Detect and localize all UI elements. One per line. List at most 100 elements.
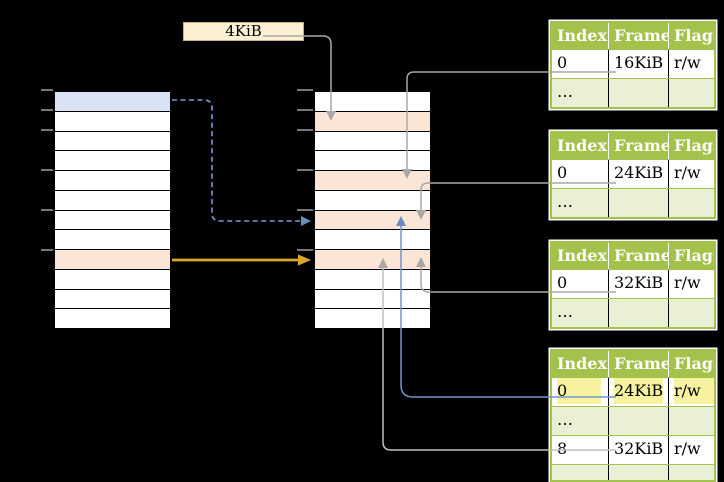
column-header-frame: Frame <box>609 133 669 159</box>
memory-row-white <box>315 189 430 210</box>
column-header-index: Index <box>552 23 609 49</box>
page-table-cell <box>669 189 714 217</box>
cell-text: 0 <box>557 163 568 182</box>
highlighted-cell-text: r/w <box>674 378 714 404</box>
memory-row-blue <box>55 92 170 111</box>
column-header-frame: Frame <box>609 351 669 377</box>
page-table-cell: … <box>552 299 609 327</box>
column-header-flags: Flags <box>674 246 714 265</box>
legend-label: 4KiB <box>225 22 262 40</box>
page-table-cell: r/w <box>669 436 714 464</box>
page-table-row: 0 32KiB r/w <box>552 269 714 298</box>
page-table-cell <box>609 407 669 435</box>
page-table-cell: … <box>552 407 609 435</box>
page-table-cell <box>609 299 669 327</box>
memory-row-peach <box>315 249 430 269</box>
arrowhead-right-icon <box>298 254 311 266</box>
page-table-cell: 32KiB <box>609 270 669 298</box>
column-header-index: Index <box>552 133 609 159</box>
page-table-cell: r/w <box>669 160 714 188</box>
highlighted-cell-text: 0 <box>557 378 601 404</box>
memory-row-white <box>55 189 170 210</box>
memory-row-white <box>55 209 170 230</box>
column-header-flags: Flags <box>674 26 714 45</box>
page-table-cell: … <box>552 465 609 480</box>
page-table-cell: 8 <box>552 436 609 464</box>
memory-row-white <box>55 308 170 328</box>
cell-text: r/w <box>674 163 701 182</box>
cell-text: r/w <box>674 273 701 292</box>
cell-text: … <box>557 82 573 101</box>
memory-row-peach <box>315 170 430 190</box>
memory-row-white <box>55 130 170 151</box>
memory-row-white <box>55 170 170 190</box>
page-table-cell: 0 <box>552 160 609 188</box>
cell-text: … <box>557 192 573 211</box>
memory-row-white <box>315 130 430 151</box>
page-table-cell <box>669 407 714 435</box>
page-table-cell: r/w <box>669 378 714 406</box>
page-table-cell: … <box>552 79 609 107</box>
physical-frames-table <box>313 90 432 330</box>
page-table-cell <box>669 79 714 107</box>
arrowhead-right-icon <box>301 216 311 226</box>
column-header-frame: Frame <box>609 243 669 269</box>
highlighted-cell-text: 24KiB <box>614 378 664 404</box>
virtual-pages-table <box>53 90 172 330</box>
cell-text: 0 <box>557 53 568 72</box>
cell-text: 16KiB <box>614 53 664 72</box>
page-table-row: … <box>552 464 714 480</box>
memory-row-white <box>55 288 170 309</box>
page-table-header-row: IndexFrameFlags <box>552 351 714 377</box>
column-header-frame: Frame <box>609 23 669 49</box>
cell-text: r/w <box>674 439 701 458</box>
page-table-row: … <box>552 406 714 435</box>
page-table-cell: 0 <box>552 378 609 406</box>
page-table-cell: 24KiB <box>609 378 669 406</box>
page-table-row: 0 24KiB r/w <box>552 159 714 188</box>
memory-row-white <box>55 150 170 170</box>
page-table-cell: 32KiB <box>609 436 669 464</box>
page-table-cell <box>669 465 714 480</box>
cell-text: … <box>557 302 573 321</box>
page-table-row: … <box>552 188 714 217</box>
column-header-flags: Flags <box>674 136 714 155</box>
memory-row-peach <box>315 110 430 131</box>
page-table-cell: 0 <box>552 270 609 298</box>
memory-row-peach <box>315 209 430 230</box>
column-header-index: Index <box>552 243 609 269</box>
page-table-row: 0 16KiB r/w <box>552 49 714 78</box>
page-table-cell: … <box>552 189 609 217</box>
page-table-row: 0 24KiB r/w <box>552 377 714 406</box>
cell-text: 0 <box>557 273 568 292</box>
memory-row-white <box>55 110 170 131</box>
page-table-cell <box>609 79 669 107</box>
page-table-cell: 0 <box>552 50 609 78</box>
memory-row-white <box>315 229 430 249</box>
page-table-cell: r/w <box>669 270 714 298</box>
memory-row-white <box>315 268 430 289</box>
memory-row-white <box>55 268 170 289</box>
cell-text: r/w <box>674 53 701 72</box>
page-table-row: … <box>552 298 714 327</box>
connector-vpage0-to-frame24 <box>172 99 300 222</box>
page-table-cell <box>609 465 669 480</box>
cell-text: 24KiB <box>614 163 664 182</box>
memory-row-peach <box>55 249 170 269</box>
cell-text: 32KiB <box>614 273 664 292</box>
page-table-cell: 24KiB <box>609 160 669 188</box>
page-table-cell <box>609 189 669 217</box>
memory-row-white <box>315 308 430 328</box>
page-table-cell <box>669 299 714 327</box>
column-header-index: Index <box>552 351 609 377</box>
page-table-cell: 16KiB <box>609 50 669 78</box>
middle-table-ticks <box>297 89 313 251</box>
